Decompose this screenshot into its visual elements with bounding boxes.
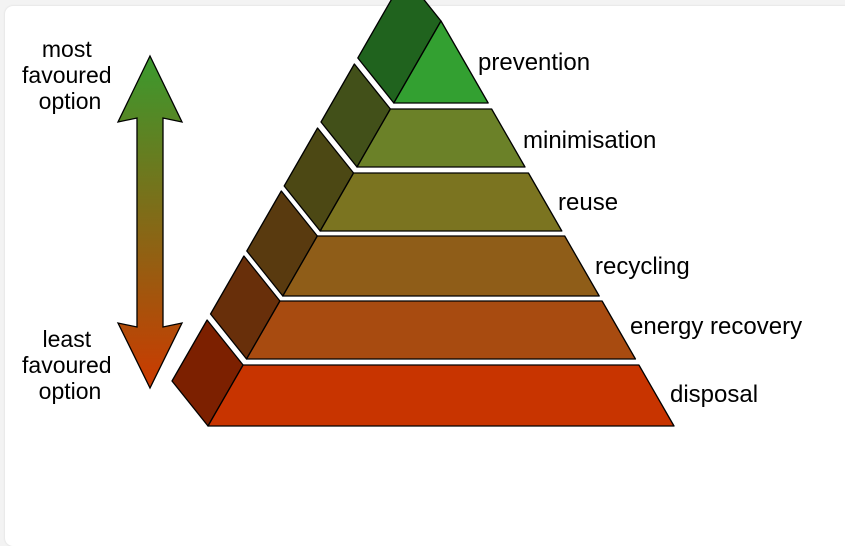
tier-label-1: prevention xyxy=(478,49,590,76)
tier-1 xyxy=(393,20,489,104)
tier-label-4: recycling xyxy=(595,253,690,280)
tier-6 xyxy=(207,364,675,427)
tier-label-2: minimisation xyxy=(523,127,656,154)
tier-2 xyxy=(356,108,526,168)
least-favoured-label: least favoured option xyxy=(22,326,118,404)
pyramid: disposal energy recovery recycling reuse min… xyxy=(171,0,802,427)
tier-label-3: reuse xyxy=(558,189,618,216)
tier-5 xyxy=(245,300,637,360)
most-favoured-label: most favoured option xyxy=(22,36,118,114)
tier-label-5: energy recovery xyxy=(630,313,802,340)
tier-3 xyxy=(319,172,563,232)
preference-arrow-icon xyxy=(116,54,184,390)
tier-4 xyxy=(282,235,600,297)
tier-label-6: disposal xyxy=(670,381,758,408)
waste-hierarchy-diagram: most favoured option least favoured opti… xyxy=(22,0,802,427)
